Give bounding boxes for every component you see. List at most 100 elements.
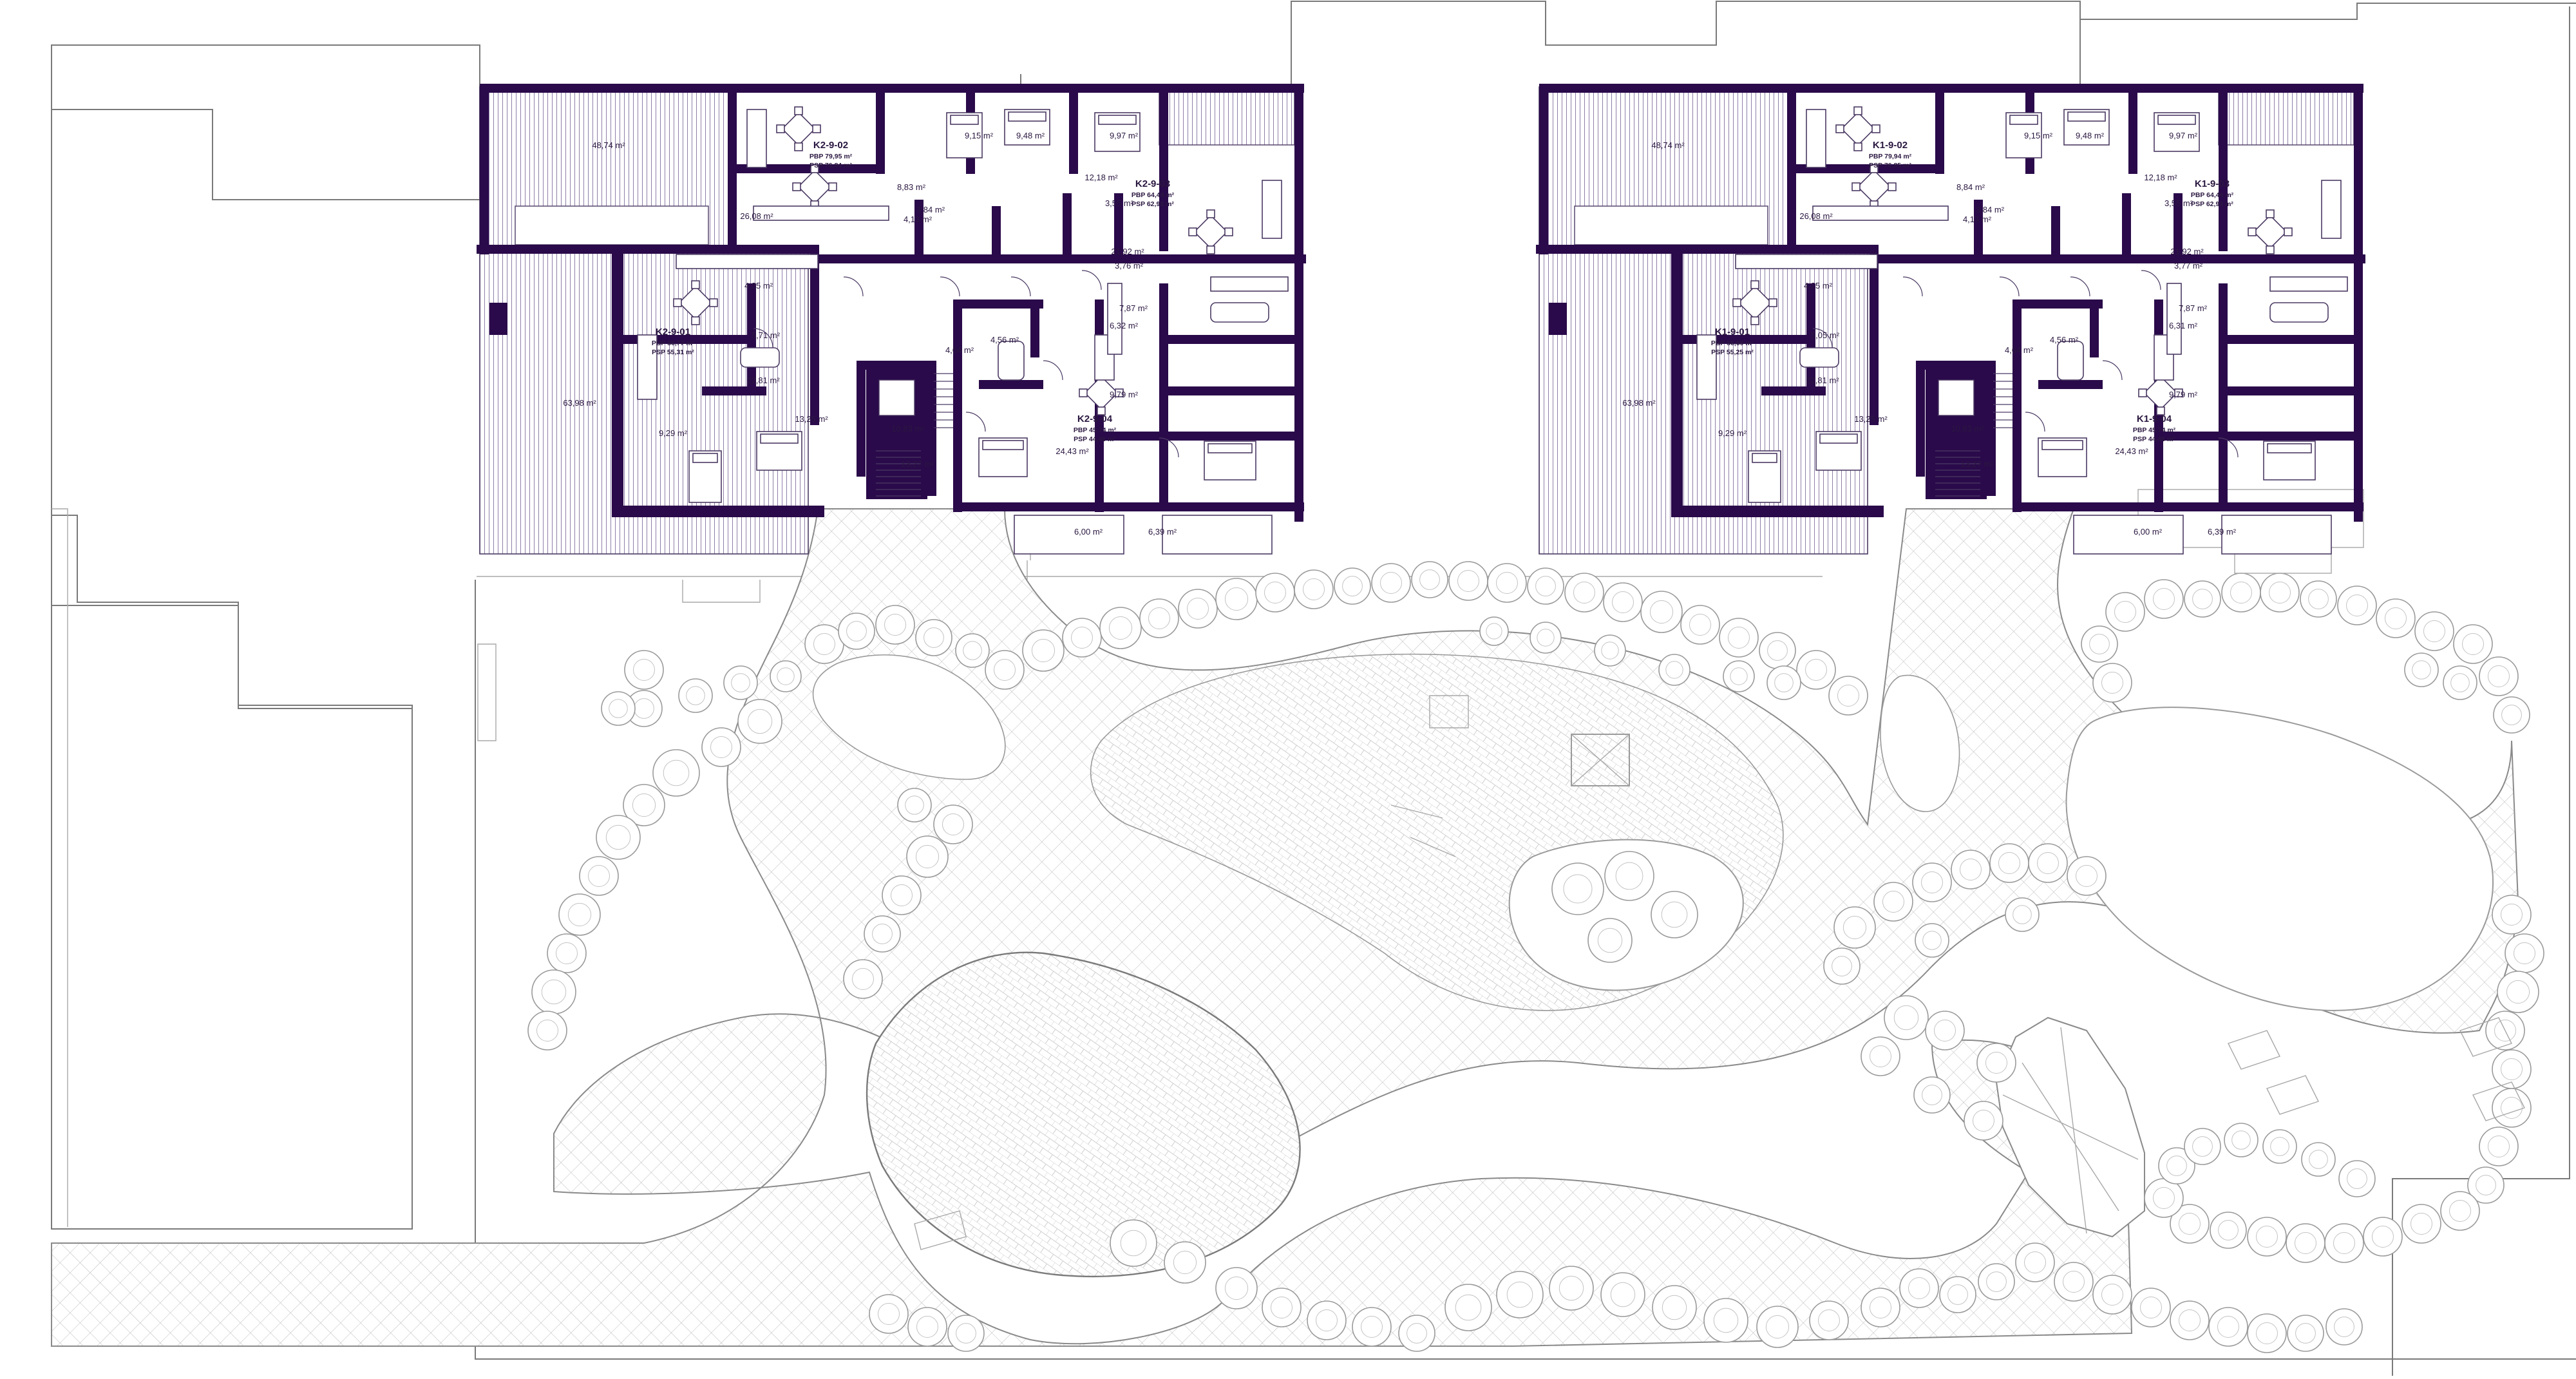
- wall: [1870, 245, 1879, 425]
- tree-icon-inner: [1361, 1316, 1383, 1338]
- wall: [477, 245, 731, 254]
- tree-icon: [1604, 851, 1654, 901]
- kitchen-counter-icon: [676, 254, 819, 269]
- sofa-icon: [1262, 180, 1282, 239]
- tree-icon-inner: [2114, 601, 2136, 623]
- chair-icon: [1188, 227, 1197, 236]
- wall: [1761, 386, 1826, 395]
- tree-icon-inner: [2230, 582, 2252, 604]
- apartment-code[interactable]: K1-9-03: [2195, 178, 2230, 189]
- tree-icon: [1487, 563, 1527, 603]
- chair-icon: [2284, 227, 2293, 236]
- room-area-label: 22,81 m²: [1806, 376, 1839, 385]
- wall: [1114, 193, 1123, 258]
- tree-icon: [907, 1307, 947, 1347]
- chair-icon: [2266, 209, 2275, 218]
- tree-icon-inner: [1271, 1297, 1293, 1318]
- room-area-label: 4,13 m²: [1963, 214, 1992, 224]
- tree-icon-inner: [1573, 582, 1595, 604]
- tree-icon: [2260, 573, 2300, 613]
- door-swing: [1010, 276, 1031, 297]
- wall: [810, 245, 819, 425]
- tree-icon-inner: [1649, 600, 1674, 624]
- apartment-code[interactable]: K2-9-03: [1135, 178, 1170, 189]
- tree-icon-inner: [846, 621, 867, 642]
- room-area-label: 3,77 m²: [2174, 261, 2203, 271]
- wall: [480, 84, 489, 254]
- tree-icon-inner: [1934, 1020, 1956, 1041]
- tree-icon-inner: [2488, 1136, 2510, 1157]
- sofa-icon: [2321, 180, 2342, 239]
- tree-icon: [2144, 1178, 2184, 1218]
- tree-icon: [1766, 665, 1801, 700]
- tree-icon: [2210, 1212, 2247, 1249]
- apartment-psp: PSP 62,93 m²: [2191, 200, 2233, 208]
- apartment-code[interactable]: K1-9-02: [1873, 140, 1908, 151]
- apartment-pbp: PBP 64,44 m²: [1132, 191, 1175, 199]
- chair-icon: [691, 316, 700, 325]
- chair-icon: [1224, 227, 1233, 236]
- tree-icon-inner: [2309, 1150, 2328, 1169]
- wall: [728, 245, 811, 254]
- room-area-label: 8,83 m²: [897, 182, 926, 192]
- tree-icon: [1651, 891, 1698, 938]
- chair-icon: [1750, 316, 1759, 325]
- chair-icon: [828, 182, 837, 191]
- chair-icon: [673, 298, 682, 307]
- chair-icon: [1206, 209, 1215, 218]
- tree-icon: [2440, 1191, 2480, 1231]
- chair-icon: [1750, 280, 1759, 289]
- tree-icon-inner: [2462, 633, 2484, 655]
- balcony-bottom-1: [2073, 515, 2184, 555]
- wall: [1935, 84, 1944, 174]
- room-area-label: 22,81 m²: [746, 376, 780, 385]
- pillow-icon: [1008, 111, 1046, 122]
- room-area-label: 4,56 m²: [990, 335, 1019, 345]
- tree-icon: [652, 749, 700, 797]
- pillow-icon: [2041, 440, 2083, 450]
- room-area-label: 5,05 m²: [1811, 330, 1840, 340]
- tree-icon: [1215, 578, 1258, 620]
- chair-icon: [1732, 298, 1741, 307]
- tree-icon-inner: [536, 1020, 558, 1041]
- door-swing: [2218, 437, 2239, 458]
- tree-icon: [1723, 660, 1755, 692]
- balcony-bottom-2: [2221, 515, 2332, 555]
- apartment-code[interactable]: K1-9-04: [2137, 414, 2172, 424]
- tree-icon: [2092, 1275, 2132, 1315]
- apartment-pbp: PBP 45,74 m²: [1074, 426, 1117, 434]
- apartment-pbp: PBP 79,95 m²: [810, 153, 853, 160]
- tree-icon-inner: [1455, 1294, 1482, 1321]
- tree-icon-inner: [588, 865, 610, 887]
- apartment-code[interactable]: K2-9-01: [656, 327, 690, 338]
- tree-icon: [2170, 1204, 2210, 1244]
- dining-table-icon: [781, 111, 816, 146]
- tree-icon-inner: [1921, 871, 1943, 893]
- apartment-code[interactable]: K2-9-02: [813, 140, 848, 151]
- tree-icon-inner: [2501, 904, 2523, 926]
- apartment-code[interactable]: K2-9-04: [1077, 414, 1113, 424]
- chair-icon: [1097, 406, 1106, 415]
- tree-icon-inner: [1730, 667, 1748, 685]
- tree-icon: [1680, 605, 1720, 645]
- apartment-code[interactable]: K1-9-01: [1715, 327, 1750, 338]
- tree-icon: [1861, 1036, 1900, 1076]
- tree-icon-inner: [2295, 1232, 2316, 1254]
- tree-icon: [1915, 923, 1949, 958]
- tree-icon-inner: [633, 659, 655, 681]
- tree-icon-inner: [2037, 852, 2059, 874]
- chair-icon: [2138, 388, 2147, 397]
- tree-icon-inner: [2412, 660, 2431, 680]
- room-area-label: 9,79 m²: [1110, 390, 1139, 399]
- tree-icon-inner: [1264, 582, 1286, 604]
- wall: [876, 84, 885, 174]
- chair-icon: [1852, 182, 1861, 191]
- tree-icon-inner: [2231, 1130, 2251, 1150]
- room-area-label: 26,08 m²: [1799, 211, 1833, 221]
- tree-icon: [737, 699, 782, 744]
- tree-icon: [1989, 843, 2029, 883]
- tree-icon-inner: [2476, 1175, 2496, 1195]
- tree-icon: [1178, 589, 1218, 629]
- chair-icon: [709, 298, 718, 307]
- tree-icon-inner: [567, 902, 592, 927]
